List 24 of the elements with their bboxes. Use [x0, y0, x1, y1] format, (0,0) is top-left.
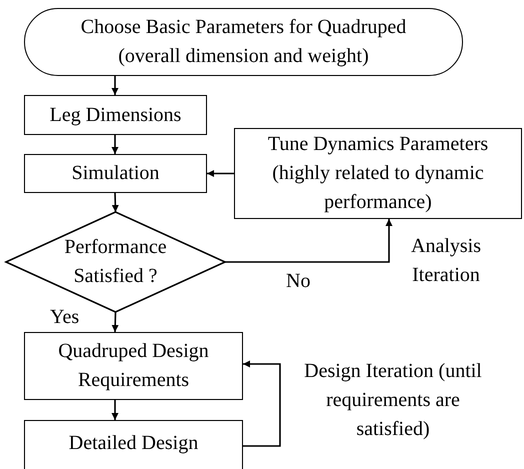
arrow [112, 135, 118, 154]
process-box [234, 128, 522, 219]
process-box [24, 95, 207, 135]
arrow [112, 192, 119, 212]
node-label: (highly related to dynamic performance) [271, 161, 485, 215]
node-label: Detailed Design [68, 430, 198, 456]
node-label: Leg Dimensions [50, 102, 182, 128]
loop-note: Analysis Iteration [410, 234, 482, 288]
arrow [243, 360, 281, 447]
arrow [207, 170, 234, 177]
process-box [24, 332, 243, 400]
loop-note: Design Iteration (until requirements are satisfied) [303, 359, 483, 442]
arrow [112, 76, 118, 95]
arrow [225, 219, 392, 263]
process-box [24, 154, 207, 193]
process-box [24, 420, 243, 469]
node-label: Quadruped Design Requirements [57, 339, 210, 393]
node-label: Performance Satisfied ? [63, 235, 168, 289]
node-label: Choose Basic Parameters for Quadruped [80, 15, 406, 40]
node-label: Simulation [72, 161, 160, 186]
node-label: (overall dimension and weight) [118, 44, 369, 69]
node-label: Tune Dynamics Parameters [268, 132, 488, 157]
arrow [112, 312, 119, 332]
arrow [112, 400, 118, 420]
